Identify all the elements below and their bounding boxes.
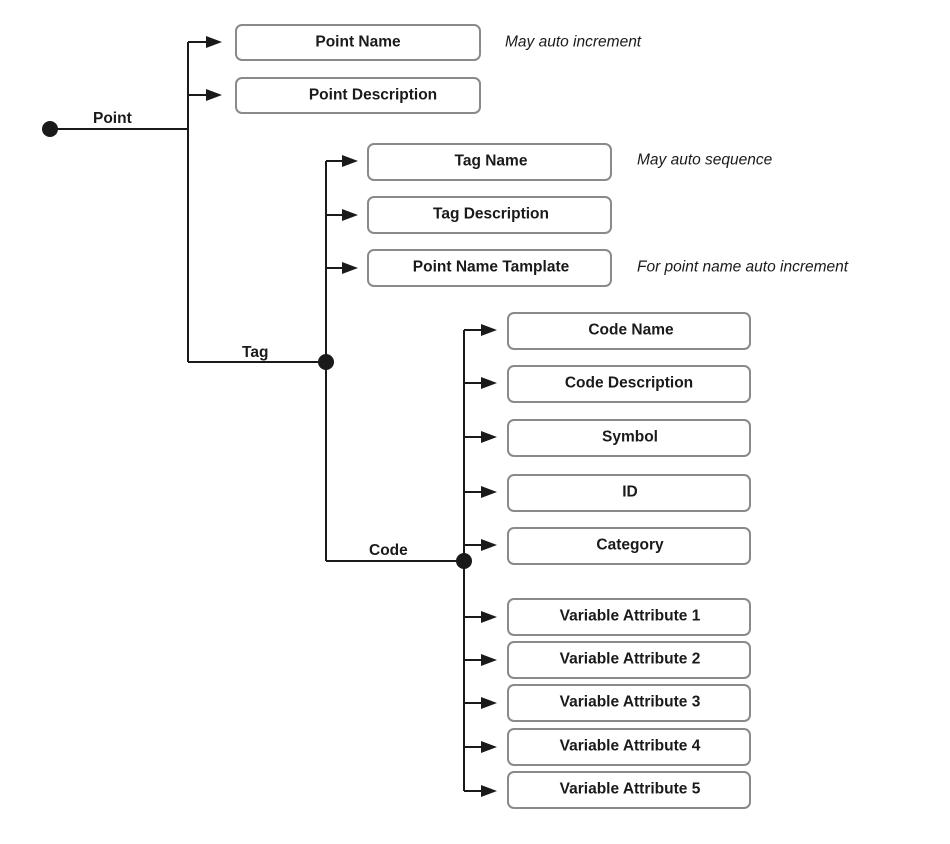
tag-name-label: Tag Name	[455, 153, 528, 170]
id-label: ID	[622, 484, 638, 501]
arrowhead	[342, 155, 358, 167]
code-description-box: Code Description	[507, 365, 751, 403]
code-junction-dot	[456, 553, 472, 569]
arrowhead	[342, 262, 358, 274]
variable-attribute-1-box: Variable Attribute 1	[507, 598, 751, 636]
arrowhead	[481, 741, 497, 753]
code-description-label: Code Description	[565, 375, 693, 392]
tag-name-box: Tag Name	[367, 143, 612, 181]
tag-junction-dot	[318, 354, 334, 370]
point-description-label: Point Description	[309, 87, 437, 104]
variable-attribute-3-box: Variable Attribute 3	[507, 684, 751, 722]
variable-attribute-3-label: Variable Attribute 3	[560, 694, 701, 711]
point-name-label: Point Name	[315, 34, 401, 51]
arrowhead	[481, 539, 497, 551]
variable-attribute-4-label: Variable Attribute 4	[560, 738, 701, 755]
arrowhead	[206, 36, 222, 48]
tag-label: Tag	[242, 344, 268, 361]
category-label: Category	[596, 537, 664, 554]
variable-attribute-2-label: Variable Attribute 2	[560, 651, 701, 668]
arrowhead	[481, 324, 497, 336]
point-name-template-note: For point name auto increment	[637, 259, 849, 276]
tag-name-note: May auto sequence	[637, 152, 773, 169]
arrowhead	[481, 486, 497, 498]
arrowhead	[481, 431, 497, 443]
id-box: ID	[507, 474, 751, 512]
variable-attribute-5-box: Variable Attribute 5	[507, 771, 751, 809]
variable-attribute-1-label: Variable Attribute 1	[560, 608, 701, 625]
arrowheads	[206, 36, 497, 797]
point-name-template-label: Point Name Tamplate	[413, 259, 570, 276]
variable-attribute-2-box: Variable Attribute 2	[507, 641, 751, 679]
code-name-label: Code Name	[588, 322, 674, 339]
arrowhead	[481, 611, 497, 623]
point-name-note: May auto increment	[505, 34, 642, 51]
code-label: Code	[369, 542, 408, 559]
arrowhead	[206, 89, 222, 101]
category-box: Category	[507, 527, 751, 565]
arrowhead	[481, 697, 497, 709]
point-label: Point	[93, 110, 132, 127]
arrowhead	[481, 654, 497, 666]
variable-attribute-4-box: Variable Attribute 4	[507, 728, 751, 766]
arrowhead	[481, 785, 497, 797]
symbol-label: Symbol	[602, 429, 658, 446]
arrowhead	[342, 209, 358, 221]
symbol-box: Symbol	[507, 419, 751, 457]
point-name-template-box: Point Name Tamplate	[367, 249, 612, 287]
code-name-box: Code Name	[507, 312, 751, 350]
arrowhead	[481, 377, 497, 389]
point-root-dot	[42, 121, 58, 137]
point-name-box: Point Name	[235, 24, 481, 61]
tag-description-label: Tag Description	[433, 206, 549, 223]
point-description-box: Point Description	[235, 77, 481, 114]
tag-description-box: Tag Description	[367, 196, 612, 234]
variable-attribute-5-label: Variable Attribute 5	[560, 781, 701, 798]
